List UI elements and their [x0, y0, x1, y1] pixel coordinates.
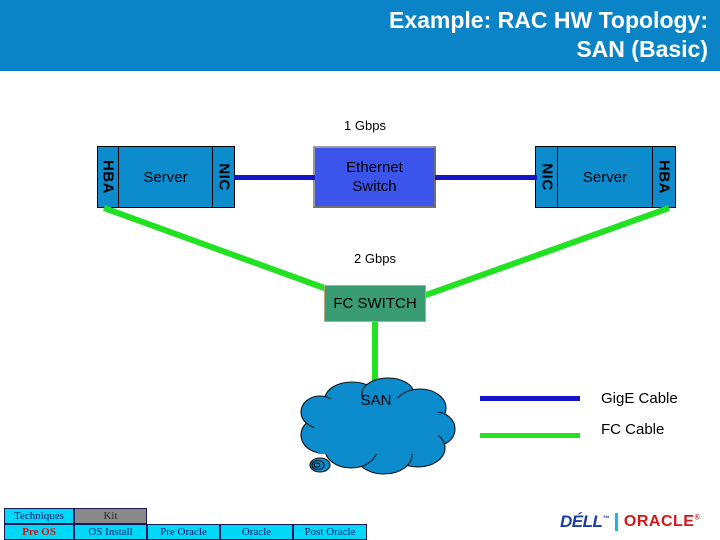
nav-tab-kit[interactable]: Kit	[74, 508, 147, 524]
left-server-body[interactable]: Server	[118, 146, 213, 208]
right-server-name-label: Server	[582, 168, 628, 186]
title-band: Example: RAC HW Topology: SAN (Basic)	[0, 0, 720, 71]
left-server-hba-port[interactable]: HBA	[97, 146, 119, 208]
nav-tab-pre-oracle[interactable]: Pre Oracle	[147, 524, 220, 540]
left-server-name-label: Server	[143, 168, 188, 186]
legend-label-gige: GigE Cable	[601, 390, 678, 407]
page-title: Example: RAC HW Topology: SAN (Basic)	[388, 7, 708, 62]
nav-tab-oracle[interactable]: Oracle	[220, 524, 293, 540]
fc-cable-left-diagonal	[102, 205, 329, 293]
legend-swatch-gige	[480, 396, 580, 401]
right-server-body[interactable]: Server	[557, 146, 653, 208]
left-server-hba-label: HBA	[99, 160, 117, 194]
right-server-nic-port[interactable]: NIC	[535, 146, 558, 208]
ethernet-switch-label-line1: Ethernet	[346, 159, 403, 176]
dell-logo-text: DÉLL	[560, 512, 603, 531]
fc-switch-label: FC SWITCH	[333, 295, 417, 312]
ethernet-switch-label-line2: Switch	[352, 178, 397, 195]
right-server-hba-label: HBA	[655, 160, 673, 194]
ethernet-switch-node[interactable]: Ethernet Switch	[313, 146, 436, 208]
nav-tab-os-install[interactable]: OS Install	[74, 524, 147, 540]
right-server-hba-port[interactable]: HBA	[652, 146, 676, 208]
fc-cable-san-vertical	[372, 320, 378, 385]
branding-logos: DÉLL™ ORACLE®	[560, 512, 700, 532]
dell-logo: DÉLL™	[560, 512, 609, 532]
oracle-logo: ORACLE®	[624, 513, 700, 531]
left-server-nic-port[interactable]: NIC	[212, 146, 235, 208]
san-cloud-shape[interactable]	[296, 375, 456, 478]
legend-label-fc: FC Cable	[601, 421, 665, 438]
left-server-nic-label: NIC	[215, 163, 232, 191]
fc-speed-label: 2 Gbps	[354, 251, 396, 266]
nav-tab-techniques[interactable]: Techniques	[4, 508, 74, 524]
logo-divider	[614, 513, 618, 531]
dell-trademark: ™	[602, 515, 609, 523]
legend-swatch-fc	[480, 433, 580, 438]
san-label: SAN	[360, 392, 392, 409]
right-server-nic-label: NIC	[538, 163, 555, 191]
nav-tab-post-oracle[interactable]: Post Oracle	[293, 524, 367, 540]
oracle-trademark: ®	[694, 514, 701, 522]
gige-cable-left	[234, 175, 315, 180]
fc-cable-right-diagonal	[424, 205, 671, 299]
gige-speed-label: 1 Gbps	[344, 118, 386, 133]
nav-tab-pre-os[interactable]: Pre OS	[4, 524, 74, 540]
fc-switch-node[interactable]: FC SWITCH	[324, 285, 426, 322]
gige-cable-right	[435, 175, 537, 180]
oracle-logo-text: ORACLE	[623, 513, 695, 530]
